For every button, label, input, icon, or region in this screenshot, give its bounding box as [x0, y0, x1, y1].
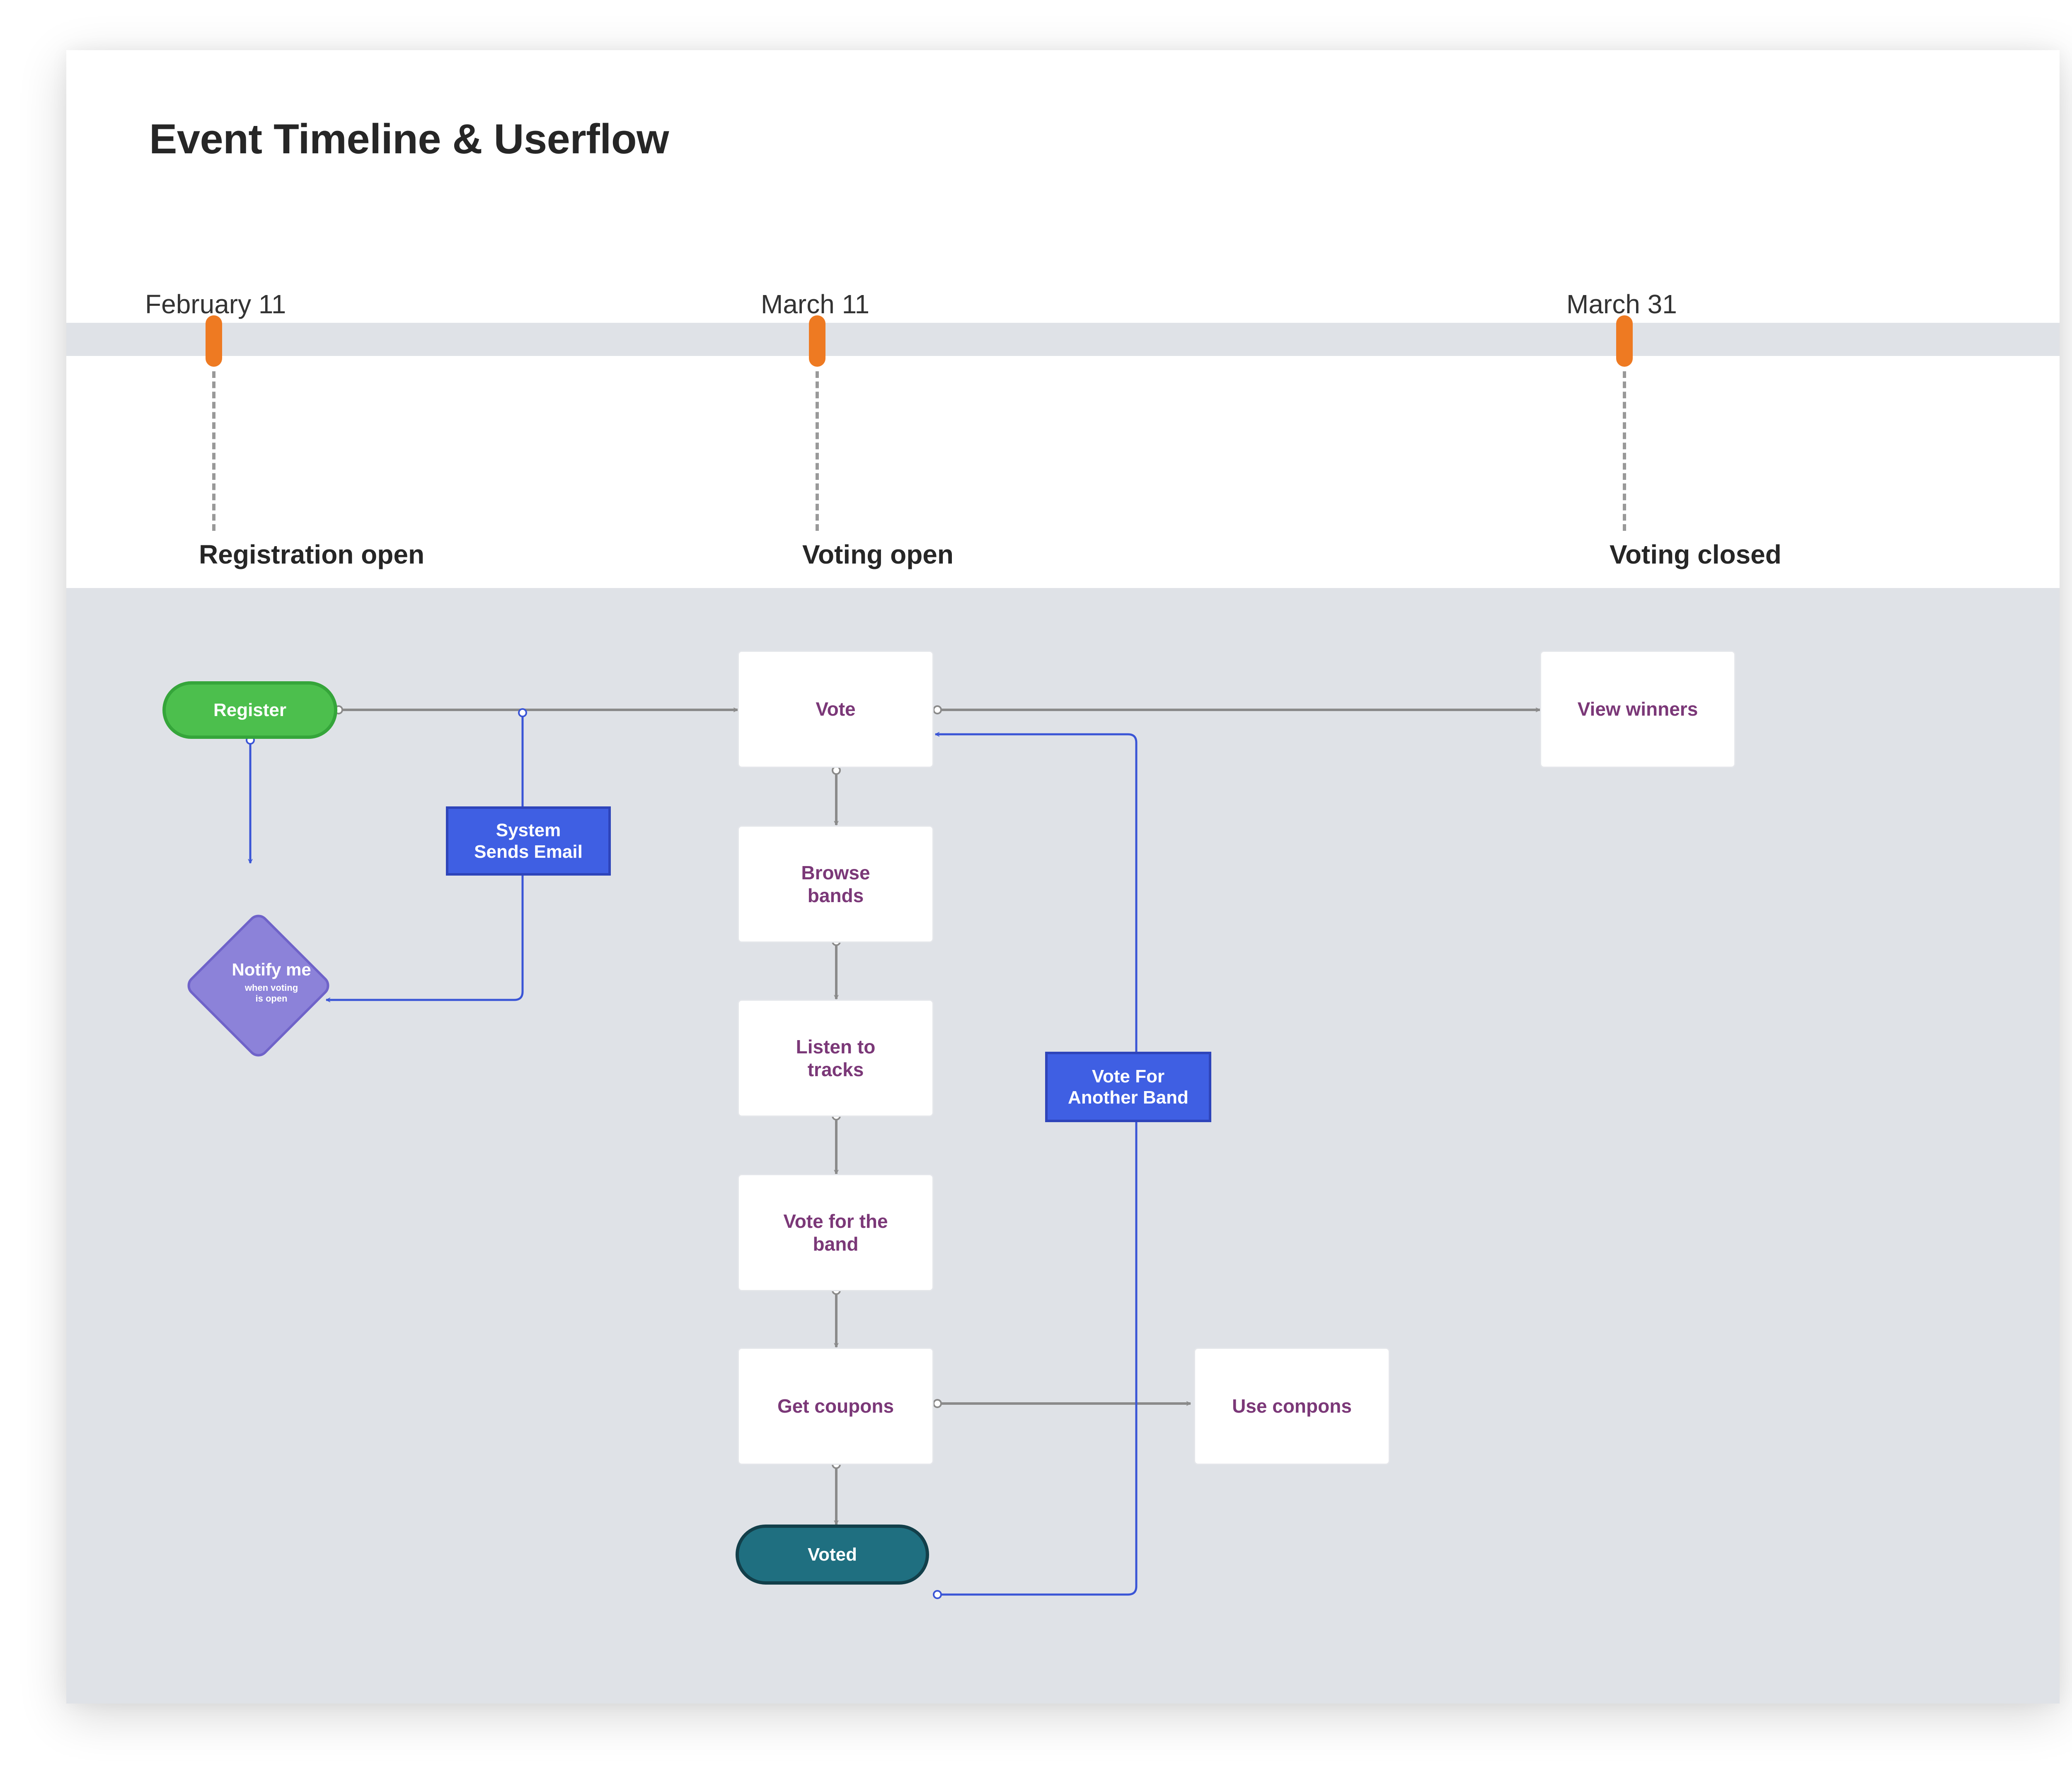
system-sends-email-note: System Sends Email — [446, 806, 611, 876]
timeline-marker-registration — [206, 315, 222, 367]
connector-voted-vote-loop — [935, 734, 1138, 1596]
timeline-marker-voting-open — [809, 315, 825, 367]
page-title: Event Timeline & Userflow — [149, 116, 669, 162]
milestone-registration-open: Registration open — [199, 540, 425, 569]
voted-node: Voted — [736, 1525, 929, 1585]
register-node: Register — [162, 681, 337, 739]
use-coupons-node: Use conpons — [1194, 1348, 1390, 1465]
notify-me-subtitle: when voting is open — [244, 982, 298, 1004]
timeline-stem-voting-closed — [1623, 371, 1626, 531]
notify-me-text: Notify me when voting is open — [203, 958, 340, 1004]
connector-email-notify — [326, 713, 524, 1000]
browse-bands-node: Browse bands — [738, 825, 934, 943]
milestone-voting-closed: Voting closed — [1610, 540, 1782, 569]
userflow-area — [66, 588, 2060, 1704]
timeline-stem-registration — [212, 371, 215, 531]
timeline-bar — [66, 323, 2060, 356]
connector-start-voted — [933, 1590, 942, 1599]
connector-start-coupons-right — [933, 1399, 942, 1408]
vote-for-band-node: Vote for the band — [738, 1174, 934, 1291]
timeline-date-registration: February 11 — [145, 289, 286, 319]
timeline-date-voting-closed: March 31 — [1566, 289, 1677, 319]
connector-start-vote — [933, 705, 942, 714]
notify-me-title: Notify me — [232, 960, 311, 979]
diagram-card: Event Timeline & Userflow February 11 Ma… — [66, 50, 2060, 1704]
vote-node: Vote — [738, 651, 934, 768]
timeline-stem-voting-open — [816, 371, 819, 531]
timeline-marker-voting-closed — [1616, 315, 1633, 367]
vote-for-another-band-note: Vote For Another Band — [1045, 1052, 1211, 1122]
timeline-date-voting-open: March 11 — [761, 289, 870, 319]
view-winners-node: View winners — [1540, 651, 1736, 768]
connector-start-email-branch — [518, 708, 527, 717]
listen-tracks-node: Listen to tracks — [738, 999, 934, 1117]
flow-connectors — [246, 705, 2060, 1599]
milestone-voting-open: Voting open — [802, 540, 954, 569]
get-coupons-node: Get coupons — [738, 1348, 934, 1465]
